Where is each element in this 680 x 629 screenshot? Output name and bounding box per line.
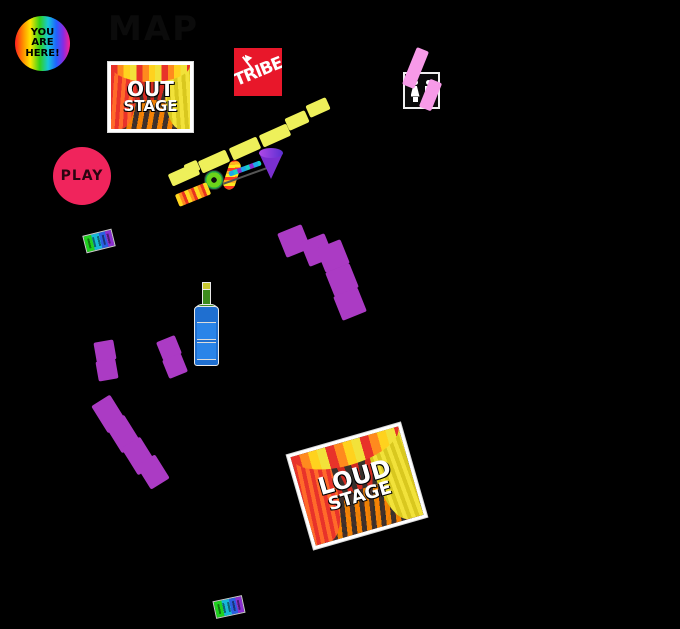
bottle-icon[interactable] [192, 282, 222, 366]
pink-path-segment [401, 47, 430, 89]
page-title: MAP [108, 9, 200, 49]
out-stage-text: OUT STAGE [111, 65, 190, 129]
ice-cream-scoop-icon [259, 148, 283, 158]
out-stage-line2: STAGE [123, 97, 178, 115]
purple-path-segment [95, 358, 119, 382]
out-stage-artwork: OUT STAGE [111, 65, 190, 129]
curtain-valance [111, 65, 190, 82]
yellow-path-segment [284, 110, 310, 131]
pin-rainbow-badge: YOU ARE HERE! [15, 16, 70, 71]
bottle-label-upper [197, 322, 216, 340]
play-badge[interactable]: PLAY [53, 147, 111, 205]
pink-path-segment [418, 78, 443, 112]
play-badge-label: PLAY [60, 168, 104, 184]
yellow-path-segment [197, 149, 231, 174]
yellow-path-segment [228, 136, 262, 161]
you-are-here-pin[interactable]: YOU ARE HERE! [2, 4, 90, 110]
bottle-cap [202, 282, 211, 290]
pin-label-line2: ARE [31, 37, 54, 49]
yellow-path-segment [305, 97, 331, 118]
pin-label-line1: YOU [30, 26, 55, 38]
out-stage-sign[interactable]: OUT STAGE [108, 62, 193, 132]
tribe-badge[interactable]: TRIBE [234, 48, 282, 96]
yellow-path-segment [258, 123, 292, 148]
out-stage-line1: OUT [127, 77, 174, 101]
pin-label-line3: HERE! [25, 47, 60, 59]
bottle-label-lower [197, 342, 216, 360]
